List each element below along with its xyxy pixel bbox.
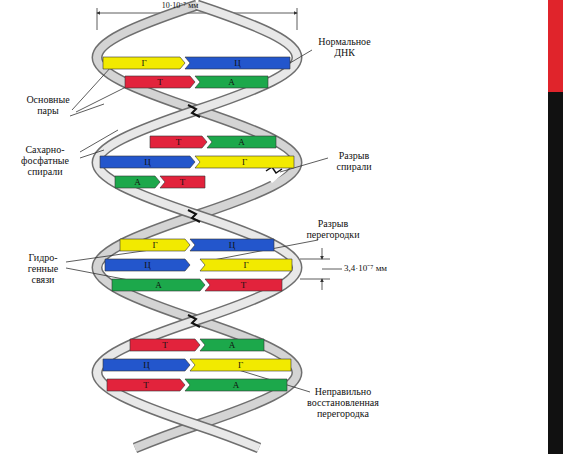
dimension-tick bbox=[300, 279, 330, 280]
base-letter: Г bbox=[195, 156, 294, 168]
base-pair-bar: Г bbox=[103, 57, 185, 69]
base-shape bbox=[190, 239, 274, 251]
base-shape bbox=[103, 57, 185, 69]
base-pair-bar: Ц bbox=[185, 57, 290, 69]
base-letter: Г bbox=[200, 259, 292, 271]
base-pair-bar: Ц bbox=[103, 359, 190, 371]
base-shape bbox=[200, 259, 292, 271]
base-letter: А bbox=[185, 379, 287, 391]
leader-line bbox=[80, 130, 118, 152]
base-pair-bar: Ц bbox=[190, 239, 274, 251]
dimension-tick bbox=[297, 8, 298, 30]
base-letter: Г bbox=[120, 239, 190, 251]
callout-label: Разрыв перегородки bbox=[296, 218, 370, 240]
base-letter: Г bbox=[190, 359, 291, 371]
base-shape bbox=[125, 76, 195, 88]
base-pair-bar: А bbox=[185, 379, 287, 391]
strand-break-mark bbox=[188, 210, 200, 222]
dimension-line bbox=[322, 279, 323, 290]
base-pair-bar: А bbox=[200, 339, 264, 351]
base-letter: Т bbox=[150, 136, 207, 148]
strand-break bbox=[268, 167, 286, 183]
base-shape bbox=[205, 279, 282, 291]
dimension-tick bbox=[97, 8, 98, 30]
sugar-phosphate-strand bbox=[97, 5, 297, 448]
base-shape bbox=[185, 57, 290, 69]
base-shape bbox=[115, 176, 160, 188]
base-pair-bar: Т bbox=[107, 379, 185, 391]
base-letter: А bbox=[200, 339, 264, 351]
base-letter: Т bbox=[205, 279, 282, 291]
leader-line bbox=[70, 104, 104, 116]
base-letter: Т bbox=[107, 379, 185, 391]
base-shape bbox=[107, 379, 185, 391]
base-shape bbox=[112, 279, 205, 291]
base-pair-bar: А bbox=[195, 76, 268, 88]
dimension-line bbox=[322, 269, 342, 270]
leader-line bbox=[290, 50, 312, 63]
base-pair-bar: Ц bbox=[105, 259, 190, 271]
base-shape bbox=[195, 156, 294, 168]
callout-label: Неправильно восстановленная перегородка bbox=[296, 386, 390, 419]
base-shape bbox=[150, 136, 207, 148]
callout-label: Основные пары bbox=[18, 94, 78, 116]
base-shape bbox=[160, 176, 205, 188]
callout-label: Сахарно- фосфатные спирали bbox=[6, 144, 84, 177]
base-pair-bar: Г bbox=[200, 259, 292, 271]
strand-break-mark bbox=[188, 105, 200, 117]
base-pair-bar: Т bbox=[150, 136, 207, 148]
base-pair-bar: Г bbox=[190, 359, 291, 371]
base-letter: Т bbox=[130, 339, 200, 351]
base-letter: Ц bbox=[103, 359, 190, 371]
base-letter: Т bbox=[160, 176, 205, 188]
callout-label: Нормальное ДНК bbox=[312, 36, 377, 58]
base-shape bbox=[103, 359, 190, 371]
leader-line bbox=[76, 84, 132, 112]
base-pair-bar: Г bbox=[120, 239, 190, 251]
base-shape bbox=[195, 76, 268, 88]
base-pair-bar: Т bbox=[205, 279, 282, 291]
base-pair-bar: Г bbox=[195, 156, 294, 168]
base-shape bbox=[130, 339, 200, 351]
side-bar-black bbox=[548, 92, 563, 454]
base-letter: Ц bbox=[190, 239, 274, 251]
dimension-line bbox=[322, 248, 323, 259]
callout-label: Гидро- генные связи bbox=[18, 252, 68, 285]
base-letter: Ц bbox=[100, 156, 195, 168]
dimension-label: 10·10⁻⁷ мм bbox=[120, 0, 240, 11]
base-shape bbox=[105, 259, 190, 271]
base-shape bbox=[100, 156, 195, 168]
base-pair-bar: А bbox=[207, 136, 276, 148]
dimension-label: 3,4·10⁻⁷ мм bbox=[344, 263, 414, 274]
base-pair-bar: Т bbox=[125, 76, 195, 88]
base-pair-bar: Т bbox=[160, 176, 205, 188]
side-bar-red bbox=[548, 0, 563, 92]
base-letter: А bbox=[112, 279, 205, 291]
base-shape bbox=[120, 239, 190, 251]
strand-break-mark bbox=[188, 315, 200, 327]
base-letter: А bbox=[207, 136, 276, 148]
base-shape bbox=[185, 379, 287, 391]
sugar-phosphate-strand bbox=[97, 5, 297, 448]
base-shape bbox=[207, 136, 276, 148]
sugar-phosphate-strand bbox=[97, 5, 297, 448]
base-pair-bar: Ц bbox=[100, 156, 195, 168]
base-letter: А bbox=[115, 176, 160, 188]
sugar-phosphate-strand bbox=[97, 5, 297, 448]
base-shape bbox=[200, 339, 264, 351]
base-letter: А bbox=[195, 76, 268, 88]
base-shape bbox=[190, 359, 291, 371]
dimension-line bbox=[97, 13, 297, 14]
base-letter: Ц bbox=[185, 57, 290, 69]
leader-line bbox=[72, 66, 112, 110]
base-letter: Т bbox=[125, 76, 195, 88]
base-pair-bar: А bbox=[115, 176, 160, 188]
base-letter: Ц bbox=[105, 259, 190, 271]
base-pair-bar: А bbox=[112, 279, 205, 291]
callout-label: Разрыв спирали bbox=[328, 150, 380, 172]
base-letter: Г bbox=[103, 57, 185, 69]
base-pair-bar: Т bbox=[130, 339, 200, 351]
dimension-tick bbox=[300, 259, 330, 260]
